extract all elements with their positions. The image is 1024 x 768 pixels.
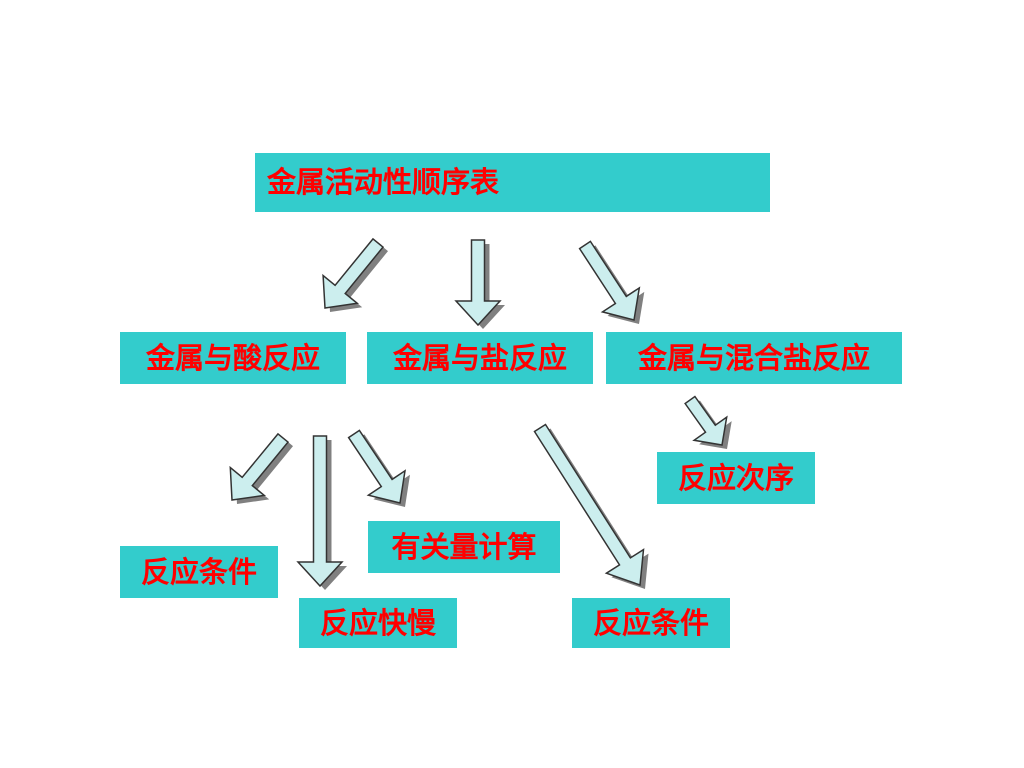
arrow-salt-to-condition-body (533, 423, 645, 587)
arrow-root-to-acid-body (322, 237, 385, 309)
node-metal-acid-label: 金属与酸反应 (145, 340, 320, 375)
arrow-root-to-salt (454, 239, 505, 329)
arrow-acid-to-condition-body (229, 432, 290, 501)
arrow-acid-to-calculation-body (347, 429, 407, 504)
node-reaction-rate: 反应快慢 (299, 598, 457, 648)
node-reaction-rate-label: 反应快慢 (319, 605, 436, 640)
node-metal-mixed-salt: 金属与混合盐反应 (606, 332, 902, 384)
node-reaction-order: 反应次序 (657, 452, 815, 504)
node-metal-acid: 金属与酸反应 (120, 332, 346, 384)
arrow-root-to-salt-body (454, 239, 502, 327)
node-metal-salt-label: 金属与盐反应 (392, 340, 567, 375)
node-quantity-calculation-label: 有关量计算 (391, 529, 537, 564)
root-node-label: 金属活动性顺序表 (267, 165, 500, 199)
arrow-mixed-to-order-body (684, 395, 728, 446)
arrow-root-to-mixed-salt-body (578, 240, 641, 321)
arrow-mixed-to-order (684, 395, 732, 449)
node-reaction-condition-acid-label: 反应条件 (140, 554, 257, 589)
node-metal-salt: 金属与盐反应 (367, 332, 593, 384)
arrow-acid-to-rate-body (296, 435, 344, 588)
arrow-acid-to-condition (229, 432, 293, 504)
node-reaction-condition-acid: 反应条件 (120, 546, 278, 598)
arrow-acid-to-rate (296, 435, 347, 590)
arrow-root-to-mixed-salt (578, 240, 645, 324)
node-quantity-calculation: 有关量计算 (368, 521, 560, 573)
root-node: 金属活动性顺序表 (255, 153, 770, 212)
arrow-salt-to-condition (533, 423, 649, 589)
arrow-root-to-acid (322, 237, 388, 312)
node-metal-mixed-salt-label: 金属与混合盐反应 (637, 340, 870, 375)
node-reaction-order-label: 反应次序 (677, 460, 794, 495)
arrow-acid-to-calculation (347, 429, 410, 507)
node-reaction-condition-salt: 反应条件 (572, 598, 730, 648)
node-reaction-condition-salt-label: 反应条件 (592, 605, 709, 640)
